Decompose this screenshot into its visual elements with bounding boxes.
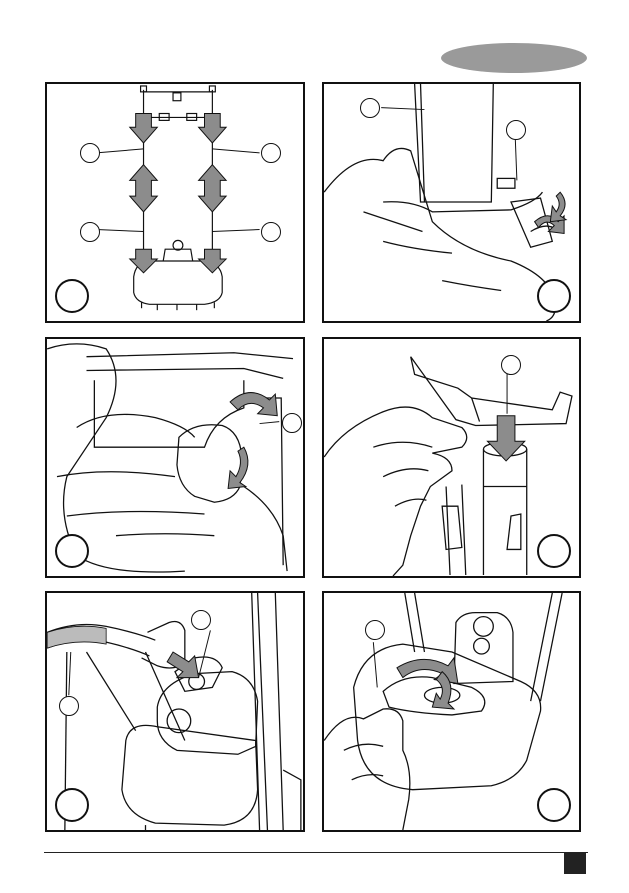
panel-number-circle — [537, 788, 571, 822]
callout-circle — [80, 222, 100, 242]
footer-rule — [44, 852, 588, 853]
callout-circle — [191, 610, 211, 630]
panel-rotate-knob — [45, 337, 305, 578]
panel-open-tank — [322, 591, 581, 832]
panel-number-circle — [55, 534, 89, 568]
callout-circle — [59, 696, 79, 716]
section-tab — [441, 43, 587, 73]
panel-hanger-attach — [322, 337, 581, 578]
panel-number-circle — [55, 279, 89, 313]
callout-circle — [506, 120, 526, 140]
callout-circle — [360, 98, 380, 118]
callout-circle — [282, 413, 302, 433]
panel-hose-connect — [45, 591, 305, 832]
panel-pole-assembly — [45, 82, 305, 323]
callout-circle — [365, 620, 385, 640]
callout-circle — [80, 143, 100, 163]
panel-pole-latch — [322, 82, 581, 323]
panel-number-circle — [537, 279, 571, 313]
page-marker — [564, 853, 586, 874]
panel-number-circle — [55, 788, 89, 822]
callout-circle — [501, 355, 521, 375]
callout-circle — [261, 222, 281, 242]
panel-number-circle — [537, 534, 571, 568]
callout-circle — [261, 143, 281, 163]
